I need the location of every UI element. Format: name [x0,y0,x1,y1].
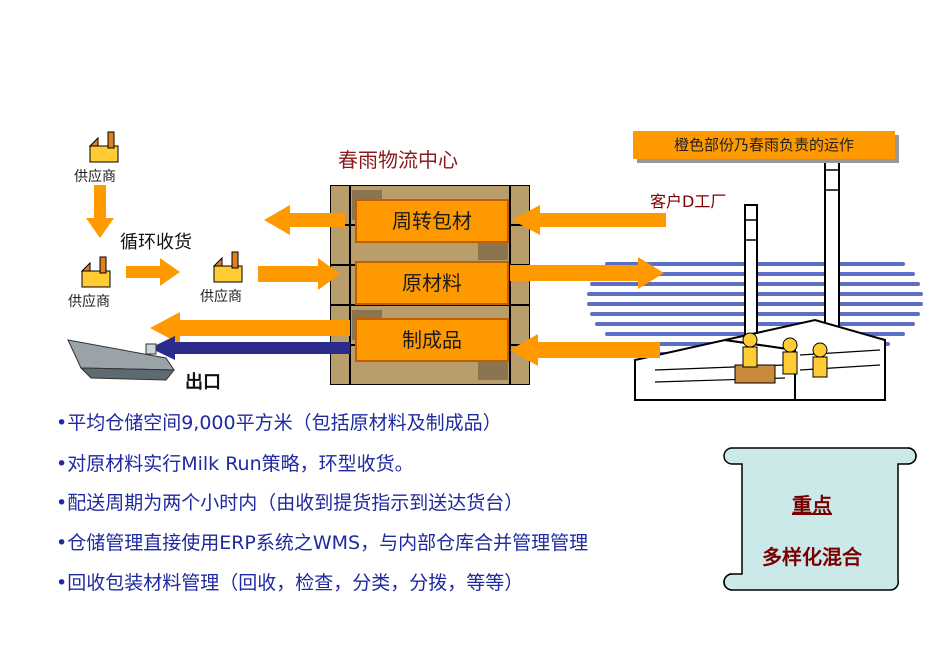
scroll-heading: 重点 [792,493,832,517]
flow-arrows [86,185,666,366]
bullet-1: •平均仓储空间9,000平方米（包括原材料及制成品） [56,412,502,434]
loop-collection-label: 循环收货 [120,232,192,253]
supplier-label-2: 供应商 [68,294,110,310]
supplier-label-3: 供应商 [200,289,242,305]
box-finished-goods: 制成品 [355,318,509,362]
orange-legend-note: 橙色部份乃春雨负责的运作 [633,131,895,159]
scroll-body: 多样化混合 [762,545,862,569]
bullet-2: •对原材料实行Milk Run策略，环型收货。 [56,453,414,475]
bullet-3: •配送周期为两个小时内（由收到提货指示到送达货台） [56,492,524,514]
box-packaging: 周转包材 [355,199,509,243]
supplier-factory-icon [88,131,119,163]
bullet-4: •仓储管理直接使用ERP系统之WMS，与内部仓库合并管理管理 [56,532,589,554]
scroll-shape [723,447,917,591]
customer-label: 客户D工厂 [650,192,727,211]
supplier-factory-icon [80,256,111,288]
box-raw-materials: 原材料 [355,261,509,305]
center-title: 春雨物流中心 [338,148,458,172]
cargo-ship-icon [67,339,176,381]
supplier-factory-icon [212,251,243,283]
supplier-label-1: 供应商 [74,169,116,185]
bullet-5: •回收包装材料管理（回收，检查，分类，分拨，等等） [56,572,524,594]
customer-factory-illustration [587,150,923,401]
export-label: 出口 [185,372,221,393]
